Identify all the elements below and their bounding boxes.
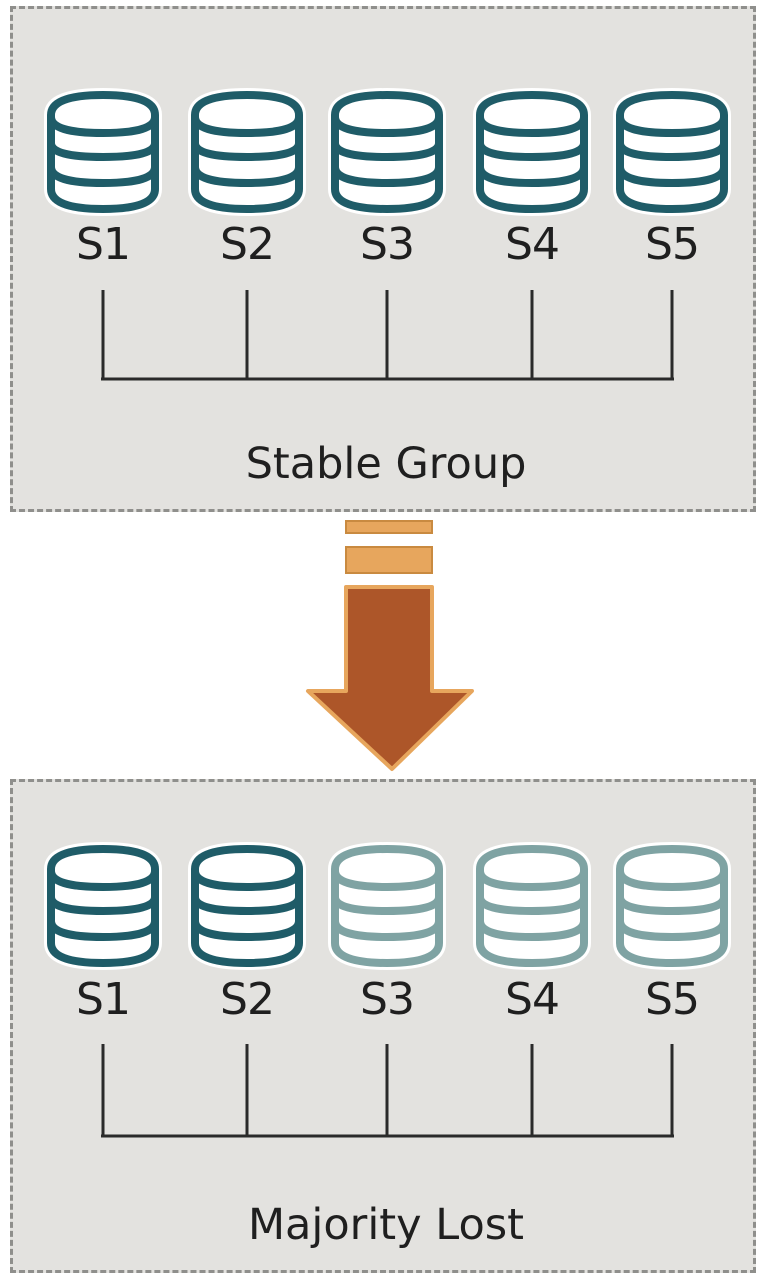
server-label: S4 bbox=[505, 974, 560, 1025]
majority-lost-group-box: Majority Lost S1 S2 S3 S4 S5 bbox=[10, 779, 756, 1273]
database-icon bbox=[472, 841, 592, 971]
server-label: S5 bbox=[645, 219, 700, 270]
server-label: S5 bbox=[645, 974, 700, 1025]
database-icon bbox=[327, 841, 447, 971]
database-icon bbox=[612, 841, 732, 971]
database-icon bbox=[43, 87, 163, 217]
group-network-connector bbox=[101, 290, 674, 381]
server-label: S3 bbox=[360, 219, 415, 270]
database-icon bbox=[187, 841, 307, 971]
server-label: S1 bbox=[76, 219, 131, 270]
database-icon bbox=[472, 87, 592, 217]
server-label: S1 bbox=[76, 974, 131, 1025]
server-label: S4 bbox=[505, 219, 560, 270]
server-label: S2 bbox=[220, 974, 275, 1025]
stable-group-box: Stable Group S1 S2 S3 S4 S5 bbox=[10, 6, 756, 512]
database-icon bbox=[327, 87, 447, 217]
database-icon bbox=[187, 87, 307, 217]
database-icon bbox=[43, 841, 163, 971]
server-label: S3 bbox=[360, 974, 415, 1025]
group-caption: Majority Lost bbox=[247, 1200, 525, 1250]
server-label: S2 bbox=[220, 219, 275, 270]
database-icon bbox=[612, 87, 732, 217]
group-caption: Stable Group bbox=[245, 439, 527, 489]
group-network-connector bbox=[101, 1044, 674, 1138]
down-arrow-icon bbox=[306, 520, 474, 771]
